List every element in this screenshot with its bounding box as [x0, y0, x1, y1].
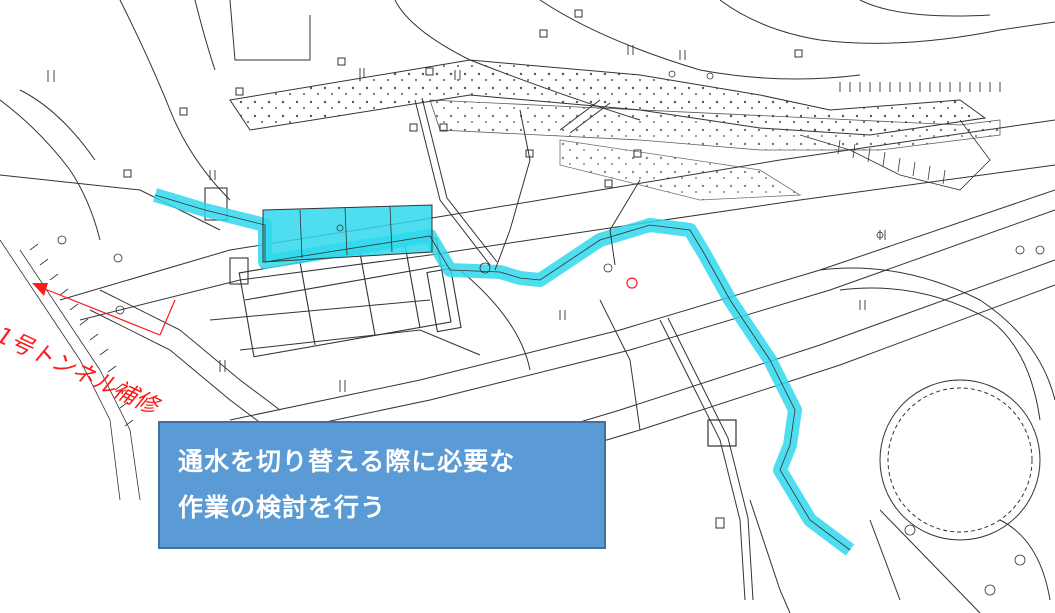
circular-facility	[819, 267, 1055, 613]
note-line-1: 通水を切り替える際に必要な	[178, 447, 516, 476]
survey-markers	[123, 9, 803, 529]
settling-basin	[204, 187, 462, 358]
tunnel-annotation-arrow	[32, 277, 638, 336]
pipelines	[414, 97, 791, 613]
note-line-2: 作業の検討を行う	[178, 493, 387, 522]
note-callout-box: 通水を切り替える際に必要な 作業の検討を行う	[158, 421, 606, 549]
water-route	[152, 188, 855, 556]
hatched-slopes	[0, 119, 991, 501]
small-points	[57, 70, 1045, 596]
vegetation-symbols	[47, 45, 1001, 392]
dotted-embankment	[229, 59, 1001, 201]
